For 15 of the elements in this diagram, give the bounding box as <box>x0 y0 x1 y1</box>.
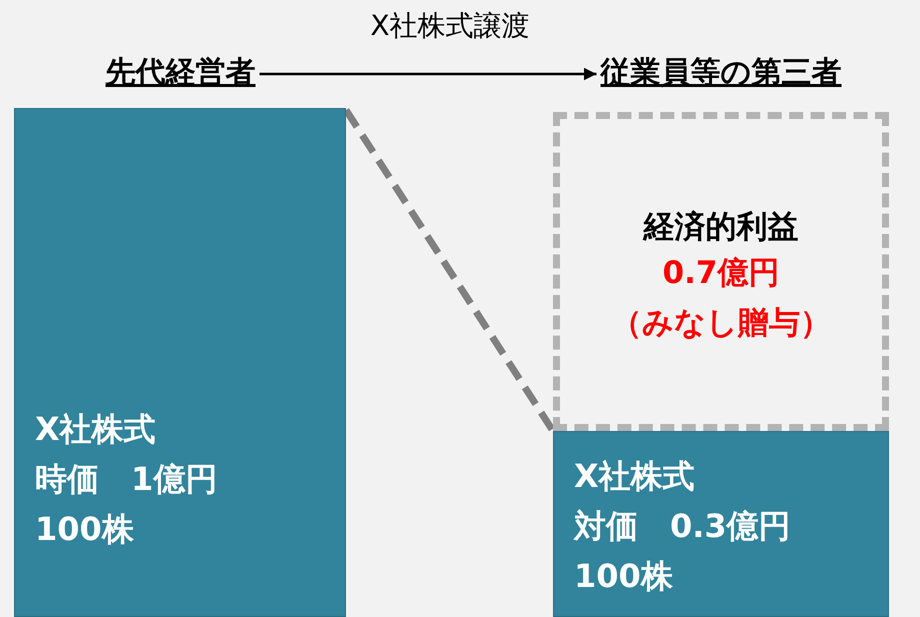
benefit-heading: 経済的利益 <box>642 208 800 247</box>
benefit-amount: 0.7億円 <box>662 254 780 293</box>
edge-label: X社株式譲渡 <box>370 8 530 44</box>
share-bar <box>14 108 346 617</box>
share-label: 対価 0.3億円 <box>574 506 791 546</box>
share-bar <box>553 431 889 617</box>
share-label: X社株式 <box>574 456 695 496</box>
share-label: 100株 <box>574 556 673 596</box>
share-label: 100株 <box>35 509 134 549</box>
share-label: X社株式 <box>35 409 156 449</box>
heading: 従業員等の第三者 <box>600 52 842 94</box>
benefit-amount: （みなし贈与） <box>610 304 832 343</box>
arrow <box>260 68 596 80</box>
heading: 先代経営者 <box>106 52 256 94</box>
share-label: 時価 1億円 <box>35 459 218 499</box>
